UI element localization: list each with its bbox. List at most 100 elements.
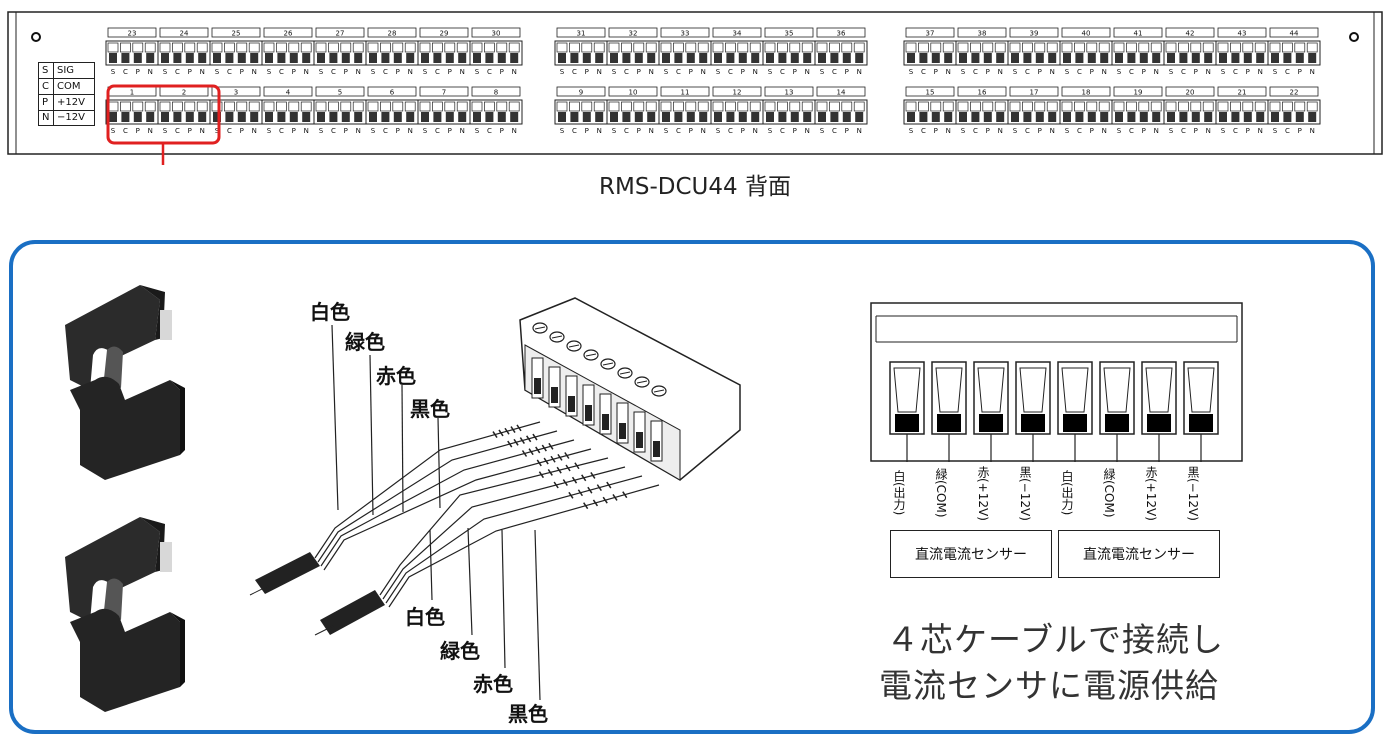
pin-letter: S	[560, 68, 565, 76]
pin-letter: N	[148, 127, 153, 135]
pin-label-1: 白(出力)	[892, 470, 906, 516]
pin-letter: N	[1154, 127, 1159, 135]
pin-letter: C	[1129, 127, 1134, 135]
pin-label-5: 白(出力)	[1060, 470, 1074, 516]
device-caption: RMS-DCU44 背面	[599, 174, 791, 200]
pin-letter: N	[998, 68, 1003, 76]
pin-label-2: 緑(COM)	[934, 468, 948, 518]
pin-letter: C	[572, 127, 577, 135]
pin-letter: C	[279, 127, 284, 135]
pin-letter: C	[973, 68, 978, 76]
channel-number: 17	[1030, 89, 1039, 97]
pin-letter: C	[227, 68, 232, 76]
pin-letter: P	[396, 68, 400, 76]
pin-letter: S	[267, 68, 272, 76]
pin-letter: P	[1142, 127, 1146, 135]
pin-letter: S	[423, 68, 428, 76]
pin-letter: P	[448, 127, 452, 135]
pin-letter: S	[1065, 68, 1070, 76]
pin-letter: N	[1102, 68, 1107, 76]
wire-label-top-black: 黒色	[410, 397, 450, 421]
pin-label-7: 赤(+12V)	[1144, 465, 1158, 521]
pin-letter: N	[148, 68, 153, 76]
pin-letter: S	[423, 127, 428, 135]
pin-letter: S	[1273, 127, 1278, 135]
channel-number: 37	[926, 30, 935, 38]
pin-letter: C	[832, 68, 837, 76]
pin-letter: S	[909, 68, 914, 76]
pin-letter: N	[460, 68, 465, 76]
pin-letter: C	[1129, 68, 1134, 76]
channel-number: 35	[785, 30, 794, 38]
legend-label: +12V	[57, 97, 85, 108]
pin-letter: S	[371, 127, 376, 135]
pin-letter: S	[612, 68, 617, 76]
pin-letter: S	[163, 68, 168, 76]
pin-letter: S	[768, 68, 773, 76]
pin-letter: C	[331, 127, 336, 135]
pin-letter: N	[701, 127, 706, 135]
pin-label-4: 黒(−12V)	[1018, 465, 1032, 521]
pin-letter: P	[986, 127, 990, 135]
pin-letter: C	[1181, 127, 1186, 135]
description-line-1: ４芯ケーブルで接続し	[886, 620, 1225, 659]
pin-legend: S SIG C COM P +12V N −12V	[38, 62, 95, 126]
pin-letter: P	[500, 68, 504, 76]
pin-label-3: 赤(+12V)	[976, 465, 990, 521]
pin-letter: P	[1038, 127, 1042, 135]
dc-current-sensor-1: 直流電流センサー	[890, 530, 1052, 578]
legend-code: N	[42, 112, 50, 123]
pin-letter: S	[1013, 68, 1018, 76]
pin-letter: N	[1050, 68, 1055, 76]
pin-letter: C	[1233, 68, 1238, 76]
wire-label-bottom-black: 黒色	[508, 702, 548, 726]
channel-number: 44	[1290, 30, 1299, 38]
pin-letter: S	[163, 127, 168, 135]
wire-label-bottom-green: 緑色	[440, 639, 480, 663]
pin-letter: C	[123, 127, 128, 135]
pin-letter: C	[1025, 127, 1030, 135]
pin-letter: C	[921, 127, 926, 135]
clamp-sensor-top	[65, 285, 185, 480]
legend-label: −12V	[57, 112, 85, 123]
pin-letter: C	[780, 68, 785, 76]
pin-letter: C	[780, 127, 785, 135]
pin-letter: N	[753, 68, 758, 76]
pin-letter: P	[136, 68, 140, 76]
channel-number: 8	[494, 89, 498, 97]
mount-hole-left	[31, 32, 41, 42]
pin-letter: P	[845, 68, 849, 76]
pin-letter: S	[612, 127, 617, 135]
channel-number: 6	[390, 89, 395, 97]
pin-letter: P	[585, 127, 589, 135]
pin-letter: C	[435, 127, 440, 135]
cable-bottom	[314, 590, 385, 636]
pin-letter: N	[1310, 127, 1315, 135]
pin-letter: S	[909, 127, 914, 135]
pin-letter: P	[344, 68, 348, 76]
pin-letter: S	[820, 68, 825, 76]
pin-letter: S	[716, 68, 721, 76]
pin-letter: C	[728, 127, 733, 135]
pin-letter: C	[435, 68, 440, 76]
pin-label-6: 緑(COM)	[1102, 468, 1116, 518]
channel-number: 19	[1134, 89, 1143, 97]
pin-letter: N	[597, 68, 602, 76]
pin-letter: C	[175, 68, 180, 76]
pin-letter: C	[279, 68, 284, 76]
channel-number: 30	[492, 30, 501, 38]
cable-top	[249, 552, 320, 596]
pin-letter: N	[512, 127, 517, 135]
pin-letter: P	[188, 127, 192, 135]
pin-letter: P	[136, 127, 140, 135]
pin-letter: P	[1194, 127, 1198, 135]
pin-letter: P	[934, 68, 938, 76]
legend-code: P	[42, 97, 49, 108]
pin-letter: P	[637, 68, 641, 76]
pin-letter: N	[1206, 127, 1211, 135]
wiring-illustration	[249, 297, 741, 701]
pin-letter: P	[986, 68, 990, 76]
pin-letter: P	[188, 68, 192, 76]
pin-letter: P	[1090, 68, 1094, 76]
